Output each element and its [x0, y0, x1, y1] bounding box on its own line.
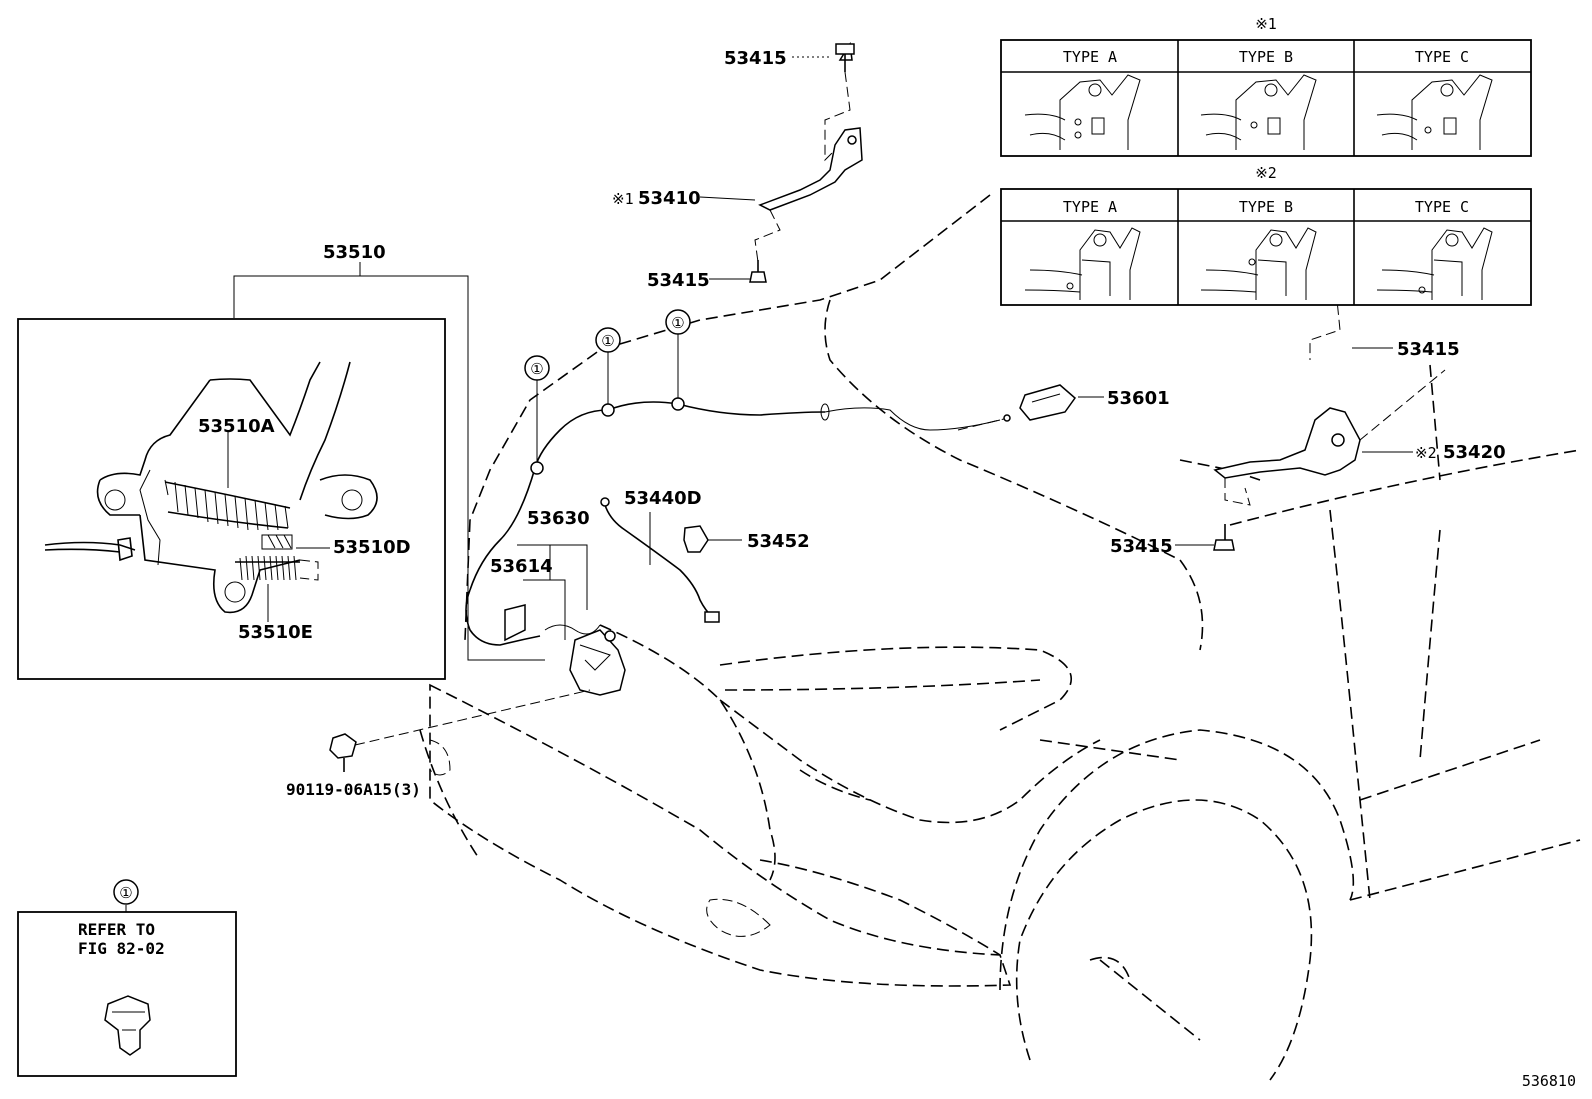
bolt-90119	[329, 733, 357, 772]
circle-ref-1: ①	[524, 355, 550, 381]
vehicle-body-outline	[419, 194, 1581, 1081]
type-table-2: ※2 TYPE A TYPE B TYPE C	[1000, 164, 1532, 306]
reference-circle: ①	[119, 884, 132, 902]
reference-box: ① REFER TO FIG 82-02	[17, 879, 237, 1077]
type-table-1-mark: ※1	[1255, 15, 1277, 33]
callout-labels: 53415 ※1 53410 53415 53510 53510A 53510D…	[198, 48, 1576, 1090]
type-table-2-col-c: TYPE C	[1415, 198, 1469, 216]
reference-line-1: REFER TO	[78, 920, 155, 939]
callout-53452: 53452	[747, 531, 810, 552]
type-2b-sketch	[1200, 227, 1317, 300]
lever-53601	[1019, 384, 1077, 421]
svg-text:①: ①	[530, 360, 543, 378]
type-table-2-col-b: TYPE B	[1239, 198, 1293, 216]
lock-assembly-installed	[354, 604, 626, 746]
type-table-2-col-a: TYPE A	[1063, 198, 1117, 216]
type-1a-sketch	[1024, 74, 1141, 150]
release-cable-53630	[465, 397, 1011, 646]
circle-ref-2: ①	[595, 327, 621, 353]
type-table-1-col-b: TYPE B	[1239, 48, 1293, 66]
leader-lines	[233, 56, 1413, 661]
type-2a-sketch	[1024, 227, 1141, 300]
callout-90119: 90119-06A15(3)	[286, 780, 421, 799]
callout-53601: 53601	[1107, 388, 1170, 409]
drawing-number: 536810	[1522, 1072, 1576, 1090]
type-1c-sketch	[1376, 74, 1493, 150]
type-table-2-mark: ※2	[1255, 164, 1277, 182]
type-table-1-col-a: TYPE A	[1063, 48, 1117, 66]
callout-53510D: 53510D	[333, 537, 411, 558]
cable-clip-refs: ① ① ①	[524, 309, 691, 462]
callout-53630: 53630	[527, 508, 590, 529]
callout-53410-mark: ※1	[612, 190, 634, 208]
svg-text:①: ①	[601, 332, 614, 350]
callout-53410: 53410	[638, 188, 701, 209]
callout-53415-top: 53415	[724, 48, 787, 69]
sensor-53440D	[600, 497, 720, 623]
type-2c-sketch	[1376, 227, 1493, 300]
hinge-support-53420	[1213, 261, 1446, 551]
callout-53510E: 53510E	[238, 622, 313, 643]
hinge-support-53410	[749, 41, 863, 283]
lock-detail-box	[17, 318, 446, 680]
type-1b-sketch	[1200, 74, 1317, 150]
clip-53452	[683, 525, 709, 553]
svg-text:①: ①	[671, 314, 684, 332]
callout-53614: 53614	[490, 556, 553, 577]
callout-53415-right-lower: 53415	[1110, 536, 1173, 557]
callout-53440D: 53440D	[624, 488, 702, 509]
reference-line-2: FIG 82-02	[78, 939, 165, 958]
callout-53510A: 53510A	[198, 416, 275, 437]
callout-53510: 53510	[323, 242, 386, 263]
type-table-1: ※1 TYPE A TYPE B TYPE C	[1000, 15, 1532, 157]
callout-53420: 53420	[1443, 442, 1506, 463]
callout-53420-mark: ※2	[1415, 444, 1437, 462]
type-table-1-col-c: TYPE C	[1415, 48, 1469, 66]
circle-ref-3: ①	[665, 309, 691, 335]
callout-53415-right-upper: 53415	[1397, 339, 1460, 360]
callout-53415-left-lower: 53415	[647, 270, 710, 291]
